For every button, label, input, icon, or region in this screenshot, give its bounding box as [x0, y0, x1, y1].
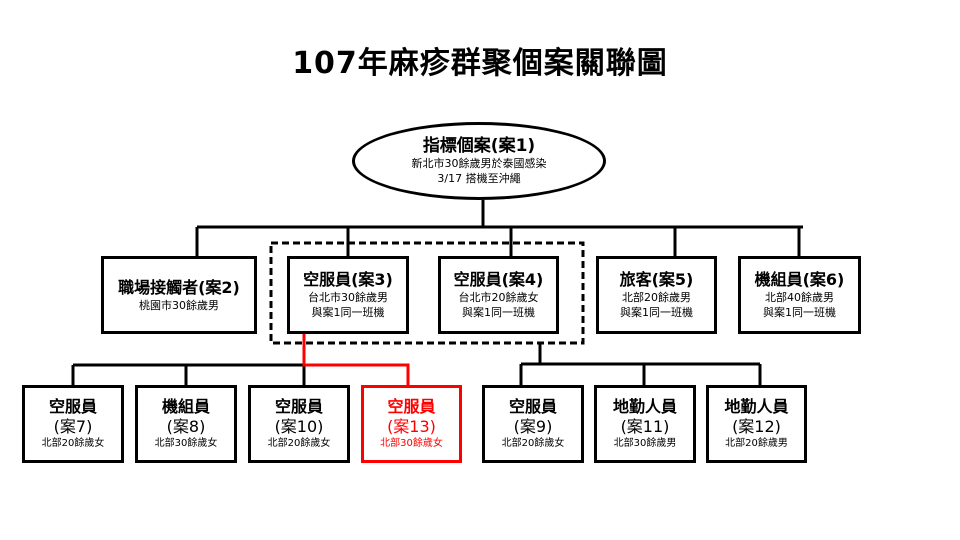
- case12-number: (案12): [732, 417, 781, 436]
- connector-case3-to-case13: [302, 334, 410, 385]
- case4-desc-2: 與案1同一班機: [462, 306, 535, 319]
- case13-desc: 北部30餘歲女: [380, 438, 443, 449]
- case4-name: 空服員(案4): [453, 270, 544, 289]
- case5-desc-2: 與案1同一班機: [620, 306, 693, 319]
- case5-name: 旅客(案5): [619, 270, 694, 289]
- case5-node: 旅客(案5) 北部20餘歲男 與案1同一班機: [596, 256, 717, 334]
- case8-role: 機組員: [161, 397, 210, 416]
- case6-desc-1: 北部40餘歲男: [765, 291, 834, 304]
- level3-left-connectors: [71, 363, 306, 385]
- case5-desc-1: 北部20餘歲男: [622, 291, 691, 304]
- case2-desc: 桃園市30餘歲男: [139, 298, 219, 312]
- index-case-desc-2: 3/17 搭機至沖繩: [437, 172, 521, 185]
- case10-role: 空服員: [274, 397, 323, 416]
- case3-node: 空服員(案3) 台北市30餘歲男 與案1同一班機: [287, 256, 409, 334]
- case9-node: 空服員 (案9) 北部20餘歲女: [482, 385, 584, 463]
- case4-node: 空服員(案4) 台北市20餘歲女 與案1同一班機: [438, 256, 559, 334]
- case4-desc-1: 台北市20餘歲女: [458, 291, 539, 304]
- case3-name: 空服員(案3): [303, 270, 393, 289]
- case13-role: 空服員: [387, 397, 436, 416]
- index-case-desc-1: 新北市30餘歲男於泰國感染: [411, 157, 547, 170]
- case2-name: 職場接觸者(案2): [118, 277, 240, 297]
- case3-case4-group-border: [269, 241, 585, 345]
- case7-node: 空服員 (案7) 北部20餘歲女: [22, 385, 124, 463]
- case2-node: 職場接觸者(案2) 桃園市30餘歲男: [101, 256, 257, 334]
- case6-node: 機組員(案6) 北部40餘歲男 與案1同一班機: [738, 256, 861, 334]
- index-case-node: 指標個案(案1) 新北市30餘歲男於泰國感染 3/17 搭機至沖繩: [352, 122, 606, 200]
- highlight-connectors: [302, 334, 410, 385]
- case3-desc-2: 與案1同一班機: [311, 306, 385, 319]
- case12-desc: 北部20餘歲男: [725, 438, 788, 449]
- case7-desc: 北部20餘歲女: [41, 438, 105, 449]
- case10-desc: 北部20餘歲女: [267, 438, 331, 449]
- case9-role: 空服員: [508, 397, 557, 416]
- case8-number: (案8): [166, 417, 206, 436]
- case11-role: 地勤人員: [612, 397, 677, 416]
- case12-node: 地勤人員 (案12) 北部20餘歲男: [706, 385, 807, 463]
- case10-number: (案10): [274, 417, 324, 436]
- case10-node: 空服員 (案10) 北部20餘歲女: [248, 385, 350, 463]
- case9-desc: 北部20餘歲女: [501, 438, 565, 449]
- case8-node: 機組員 (案8) 北部30餘歲女: [135, 385, 237, 463]
- case3-desc-1: 台北市30餘歲男: [308, 291, 388, 304]
- level1-connectors: [195, 200, 803, 256]
- diagram-title: 107年麻疹群聚個案關聯圖: [292, 46, 668, 81]
- case6-desc-2: 與案1同一班機: [763, 306, 836, 319]
- case8-desc: 北部30餘歲女: [154, 438, 218, 449]
- case11-number: (案11): [620, 417, 670, 436]
- case13-node: 空服員 (案13) 北部30餘歲女: [361, 385, 462, 463]
- case7-number: (案7): [53, 417, 93, 436]
- index-case-name: 指標個案(案1): [422, 136, 536, 156]
- case12-role: 地勤人員: [724, 397, 789, 416]
- case6-name: 機組員(案6): [754, 270, 845, 289]
- case9-number: (案9): [513, 417, 553, 436]
- case11-desc: 北部30餘歲男: [613, 438, 677, 449]
- level3-right-connectors: [519, 343, 762, 385]
- case11-node: 地勤人員 (案11) 北部30餘歲男: [594, 385, 696, 463]
- case7-role: 空服員: [48, 397, 97, 416]
- case13-number: (案13): [387, 417, 436, 436]
